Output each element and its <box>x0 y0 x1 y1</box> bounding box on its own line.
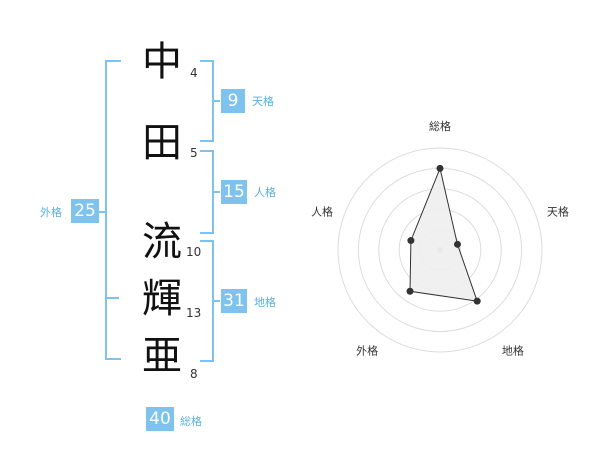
radar-point <box>406 287 414 295</box>
radar-axis-label: 人格 <box>311 205 333 219</box>
gaikaku-badge: 25 <box>71 199 99 223</box>
stroke-count-4: 13 <box>186 306 202 320</box>
stroke-count-5: 8 <box>190 367 198 381</box>
radar-point <box>407 237 415 245</box>
jinkaku-label: 人格 <box>254 186 276 199</box>
gaikaku-bracket-tick <box>95 211 107 213</box>
name-char-1: 中 <box>142 39 182 85</box>
chikaku-label: 地格 <box>254 296 276 309</box>
name-char-2: 田 <box>142 120 182 166</box>
tenkaku-label: 天格 <box>252 95 274 108</box>
radar-polygon <box>409 166 478 302</box>
stroke-count-1: 4 <box>190 66 198 80</box>
radar-axis-label: 外格 <box>356 343 378 357</box>
stroke-count-2: 5 <box>190 146 198 160</box>
radar-point <box>436 164 444 172</box>
soukaku-badge: 40 <box>146 407 174 431</box>
soukaku-label: 総格 <box>180 415 202 428</box>
chikaku-bracket-tick <box>212 300 220 302</box>
gaikaku-bracket <box>105 60 121 360</box>
gaikaku-label: 外格 <box>40 206 62 219</box>
radar-ring <box>337 147 543 353</box>
name-char-4: 輝 <box>142 276 182 322</box>
tenkaku-badge: 9 <box>221 89 245 113</box>
jinkaku-bracket-tick <box>212 191 220 193</box>
name-char-3: 流 <box>142 219 182 265</box>
name-char-5: 亜 <box>142 333 182 379</box>
tenkaku-bracket-tick <box>212 100 220 102</box>
radar-point <box>453 240 461 248</box>
gaikaku-bracket-mid <box>105 297 119 299</box>
jinkaku-badge: 15 <box>221 180 247 204</box>
radar-axis-label: 総格 <box>429 119 451 133</box>
radar-point <box>473 297 481 305</box>
radar-axis-label: 天格 <box>547 205 569 219</box>
stroke-count-3: 10 <box>186 245 202 259</box>
chikaku-badge: 31 <box>221 289 247 313</box>
radar-axis-label: 地格 <box>502 343 524 357</box>
